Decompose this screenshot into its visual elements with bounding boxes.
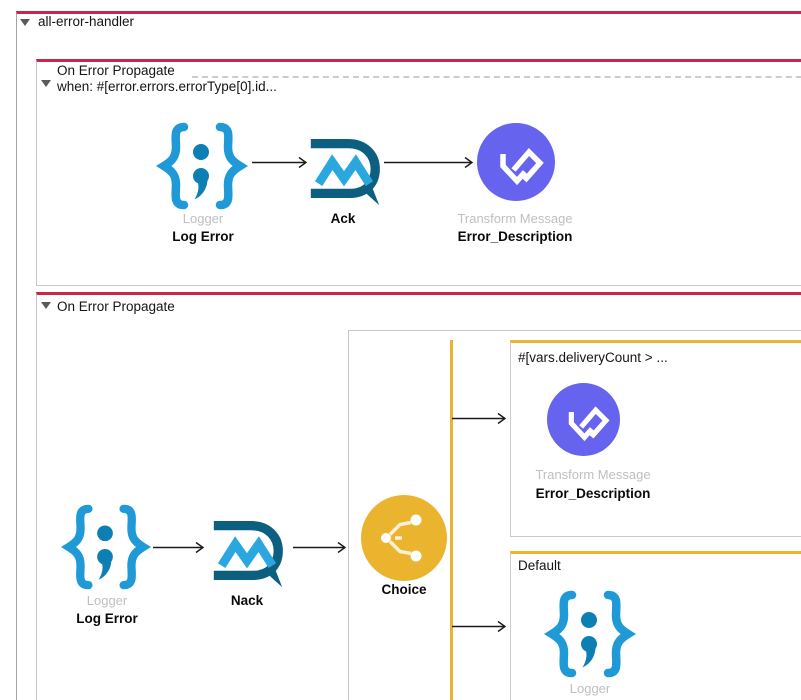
collapse-triangle-icon[interactable] bbox=[41, 80, 51, 87]
transform-message-icon[interactable] bbox=[547, 383, 620, 456]
amqp-nack-icon[interactable] bbox=[206, 509, 288, 591]
logger-icon[interactable] bbox=[155, 120, 249, 212]
flow-arrow bbox=[384, 154, 474, 171]
logger-icon[interactable] bbox=[60, 502, 152, 592]
choice-icon[interactable] bbox=[361, 495, 447, 581]
flow-arrow bbox=[293, 539, 347, 556]
error-handler-title: all-error-handler bbox=[38, 14, 135, 29]
amqp-ack-icon[interactable] bbox=[303, 127, 385, 209]
flow-arrow bbox=[452, 410, 507, 427]
choice-routing-line bbox=[450, 340, 453, 700]
logger-type-label: Logger bbox=[569, 681, 611, 696]
flow-arrow bbox=[252, 154, 308, 171]
header-divider bbox=[192, 76, 801, 78]
logger-name-label: Log Error bbox=[76, 611, 138, 626]
choice-name-label: Choice bbox=[381, 582, 427, 597]
collapse-triangle-icon[interactable] bbox=[41, 302, 51, 309]
transform-name-label: Error_Description bbox=[535, 486, 651, 501]
logger-icon[interactable] bbox=[543, 588, 637, 680]
on-error-propagate-1-scope[interactable] bbox=[36, 59, 801, 286]
transform-type-label: Transform Message bbox=[535, 467, 651, 482]
logger-type-label: Logger bbox=[86, 593, 128, 608]
logger-type-label: Logger bbox=[182, 211, 224, 226]
on-error-propagate-2-title: On Error Propagate bbox=[57, 299, 175, 314]
on-error-propagate-1-when: when: #[error.errors.errorType[0].id... bbox=[57, 79, 277, 94]
ack-name-label: Ack bbox=[330, 211, 356, 226]
logger-name-label: Log Error bbox=[172, 229, 234, 244]
flow-arrow bbox=[452, 618, 507, 635]
flow-arrow bbox=[153, 539, 205, 556]
collapse-triangle-icon[interactable] bbox=[20, 19, 30, 26]
nack-name-label: Nack bbox=[230, 593, 264, 608]
transform-type-label: Transform Message bbox=[457, 211, 573, 226]
transform-name-label: Error_Description bbox=[457, 229, 573, 244]
default-branch-label: Default bbox=[518, 558, 561, 573]
transform-message-icon[interactable] bbox=[477, 123, 555, 201]
on-error-propagate-1-title: On Error Propagate bbox=[57, 63, 175, 78]
when-branch-condition: #[vars.deliveryCount > ... bbox=[518, 350, 668, 365]
